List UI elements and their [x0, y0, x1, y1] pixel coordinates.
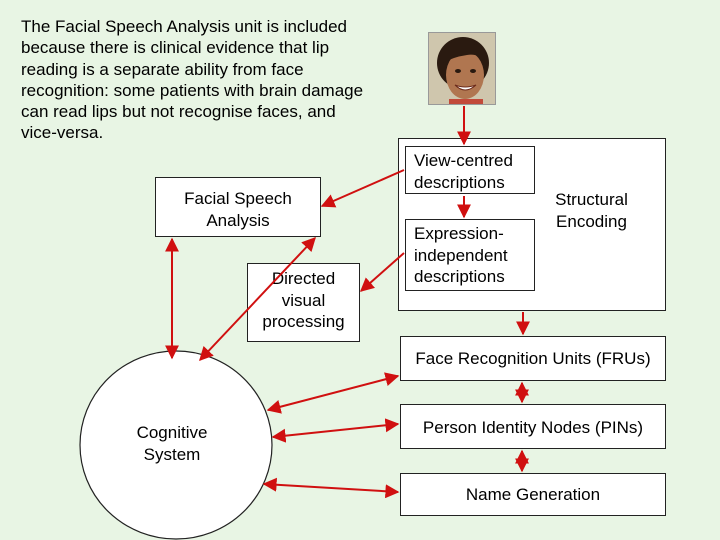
fru-box: Face Recognition Units (FRUs) [400, 336, 666, 381]
arrow-fru-cognitive [266, 372, 400, 414]
name-generation-box: Name Generation [400, 473, 666, 516]
facial-speech-box: Facial Speech Analysis [155, 177, 321, 237]
intro-text: The Facial Speech Analysis unit is inclu… [21, 17, 364, 143]
arrow-pin-cognitive [271, 418, 400, 443]
arrow-view-to-facial-speech [320, 169, 405, 208]
arrow-name-cognitive [262, 477, 400, 499]
expression-independent-box: Expression-independent descriptions [405, 219, 535, 291]
pin-box: Person Identity Nodes (PINs) [400, 404, 666, 449]
cognitive-system-label: Cognitive System [136, 423, 208, 464]
arrow-directed-cognitive [199, 236, 316, 362]
structural-encoding-label: Structural Encoding [555, 190, 628, 231]
arrow-expression-to-directed [359, 252, 405, 292]
view-centred-box: View-centred descriptions [405, 146, 535, 194]
face-photo [428, 32, 496, 105]
